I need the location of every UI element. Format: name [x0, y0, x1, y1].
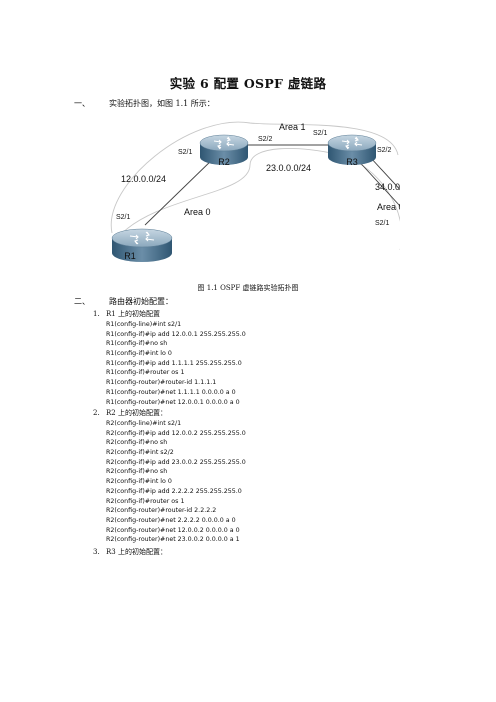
item-r3: 3. R3 上的初始配置：: [93, 547, 167, 557]
r2-s21-label: S2/1: [178, 149, 193, 156]
figure-caption: 图 1.1 OSPF 虚链路实验拓扑图: [197, 284, 299, 292]
item-text: R2 上的初始配置：: [106, 409, 167, 417]
links: [144, 144, 400, 226]
config-line: R2(config-if)#ip add 2.2.2.2 255.255.255…: [106, 487, 242, 495]
section-text: 路由器初始配置：: [109, 297, 173, 306]
router-arrows-icon: [129, 231, 155, 245]
r3-s21-label: S2/1: [313, 130, 328, 137]
config-line: R2(config-if)#no sh: [106, 468, 168, 476]
page-title: 实验 6 配置 OSPF 虚链路: [169, 76, 327, 91]
topology-labels: S2/1 S2/1 12.0.0.0/24 Area 0 Area 1 S2/2…: [116, 122, 400, 227]
router-r1: R1: [111, 228, 173, 262]
area0-left-label: Area 0: [184, 207, 211, 217]
item-text: R1 上的初始配置: [106, 310, 160, 318]
config-line: R1(config-if)#router os 1: [106, 369, 185, 377]
topology-diagram: R2 R3 R1: [110, 121, 400, 262]
config-line: R1(config-line)#int s2/1: [106, 321, 182, 328]
area-outline-1: [110, 121, 399, 234]
router-arrows-icon: [341, 136, 363, 150]
config-line: R2(config-if)#ip add 12.0.0.2 255.255.25…: [106, 429, 246, 437]
router-arrows-icon: [213, 136, 235, 150]
config-line: R2(config-router)#net 12.0.0.2 0.0.0.0 a…: [106, 526, 240, 534]
link-r3-r4: [369, 156, 400, 191]
net12-label: 12.0.0.0/24: [121, 174, 166, 184]
config-line: R2(config-line)#int s2/1: [106, 420, 182, 427]
r2-config-block: R2(config-line)#int s2/1 R2(config-if)#i…: [106, 419, 246, 545]
r3-s22-label: S2/2: [377, 147, 392, 154]
router-label: R2: [218, 157, 230, 167]
config-line: R1(config-router)#net 12.0.0.1 0.0.0.0 a…: [106, 398, 240, 406]
section-initial-config: 二、 路由器初始配置：: [74, 296, 173, 307]
item-number: 1.: [93, 310, 100, 318]
item-number: 3.: [93, 548, 100, 556]
config-line: R2(config-if)#router os 1: [106, 497, 185, 505]
config-line: R1(config-if)#ip add 1.1.1.1 255.255.255…: [106, 359, 242, 367]
area1-label: Area 1: [279, 122, 306, 132]
config-line: R2(config-if)#int lo 0: [106, 478, 172, 486]
router-label: R3: [346, 157, 358, 167]
config-line: R2(config-if)#ip add 23.0.0.2 255.255.25…: [106, 458, 246, 466]
config-line: R2(config-router)#net 2.2.2.2 0.0.0.0 a …: [106, 516, 236, 524]
section-number: 二、: [74, 297, 90, 306]
router-label: R1: [124, 251, 136, 261]
item-text: R3 上的初始配置：: [106, 548, 167, 556]
r4-s21-label: S2/1: [375, 220, 390, 227]
link-r1-r2: [144, 156, 216, 226]
section-number: 一、: [74, 99, 90, 108]
router-r3: R3: [327, 134, 377, 167]
item-r2: 2. R2 上的初始配置：: [93, 408, 167, 418]
config-line: R1(config-if)#ip add 12.0.0.1 255.255.25…: [106, 330, 246, 338]
router-r2: R2: [199, 134, 249, 167]
area0-right-label: Area 0: [377, 202, 400, 212]
config-line: R1(config-router)#router-id 1.1.1.1: [106, 379, 217, 387]
config-line: R2(config-if)#int s2/2: [106, 449, 174, 457]
r1-s21-label: S2/1: [116, 214, 131, 221]
item-r1: 1. R1 上的初始配置: [93, 309, 160, 319]
config-line: R2(config-if)#no sh: [106, 439, 168, 447]
section-topology: 一、 实验拓扑图，如图 1.1 所示：: [74, 98, 215, 109]
config-line: R1(config-router)#net 1.1.1.1 0.0.0.0 a …: [106, 388, 236, 396]
link-r3-r4-visible: [354, 156, 400, 207]
item-number: 2.: [93, 409, 100, 417]
section-text: 实验拓扑图，如图 1.1 所示：: [109, 99, 215, 108]
config-line: R1(config-if)#int lo 0: [106, 350, 172, 358]
net23-label: 23.0.0.0/24: [266, 163, 311, 173]
r2-s22-label: S2/2: [258, 136, 273, 143]
config-line: R1(config-if)#no sh: [106, 340, 168, 348]
config-line: R2(config-router)#net 23.0.0.2 0.0.0.0 a…: [106, 536, 240, 544]
config-line: R2(config-router)#router-id 2.2.2.2: [106, 507, 217, 515]
r1-config-block: R1(config-line)#int s2/1 R1(config-if)#i…: [106, 320, 246, 407]
net34-label: 34.0.0.0/24: [375, 182, 400, 192]
